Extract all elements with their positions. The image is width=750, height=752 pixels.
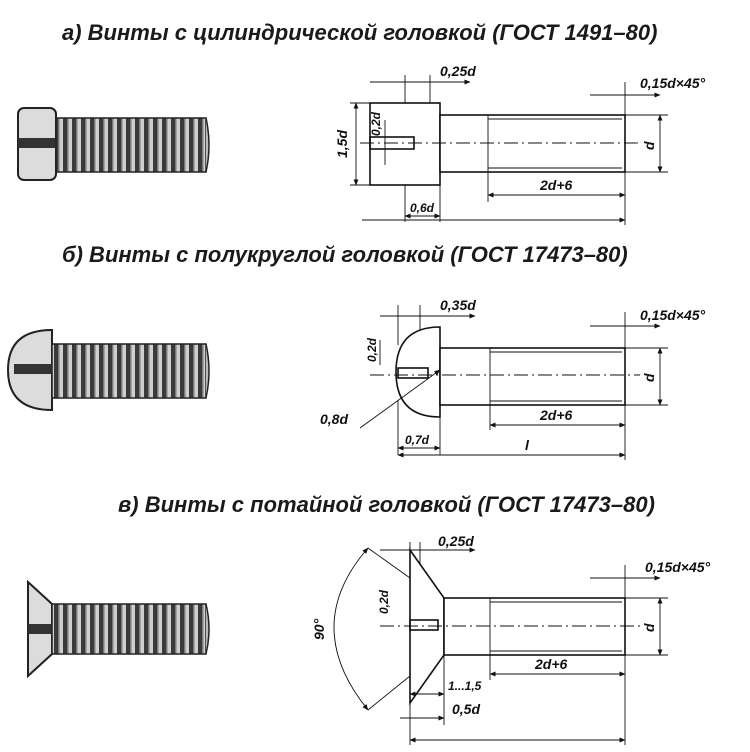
dim-b-total-len: l bbox=[525, 437, 530, 453]
dim-a-thread-len: 2d+6 bbox=[539, 177, 573, 193]
screw-a-photo bbox=[17, 107, 210, 181]
dim-a-chamfer: 0,15d×45° bbox=[640, 75, 706, 91]
dim-a-head-len: 0,6d bbox=[410, 201, 435, 215]
dim-c-angle: 90° bbox=[311, 618, 327, 640]
dim-a-head-width-top: 0,25d bbox=[440, 63, 476, 79]
dim-c-thread-dia: d bbox=[641, 623, 657, 632]
dim-b-chamfer: 0,15d×45° bbox=[640, 307, 706, 323]
screw-b-photo bbox=[6, 328, 210, 412]
dim-a-head-height: 1,5d bbox=[334, 130, 350, 158]
dim-b-head-len: 0,7d bbox=[405, 433, 430, 447]
dim-c-slot-depth: 0,2d bbox=[377, 589, 391, 614]
section-b-title: б) Винты с полукруглой головкой (ГОСТ 17… bbox=[62, 242, 628, 267]
dim-b-thread-dia: d bbox=[641, 373, 657, 382]
dim-b-slot-depth: 0,2d bbox=[365, 337, 379, 362]
dim-c-head-offset: 1...1,5 bbox=[448, 679, 482, 693]
screw-c-photo bbox=[27, 579, 210, 679]
section-a-title: а) Винты с цилиндрической головкой (ГОСТ… bbox=[62, 20, 657, 45]
dim-a-thread-dia: d bbox=[641, 141, 657, 150]
dim-b-radius: 0,8d bbox=[320, 411, 348, 427]
dim-b-thread-len: 2d+6 bbox=[539, 407, 573, 423]
dim-c-chamfer: 0,15d×45° bbox=[645, 559, 711, 575]
dim-c-thread-len: 2d+6 bbox=[534, 656, 568, 672]
dim-a-slot-depth: 0,2d bbox=[369, 111, 383, 136]
dim-c-head-len: 0,5d bbox=[452, 701, 480, 717]
drawing-c bbox=[333, 542, 668, 745]
dim-b-head-width-top: 0,35d bbox=[440, 297, 476, 313]
dim-c-head-width-top: 0,25d bbox=[438, 533, 474, 549]
section-c-title: в) Винты с потайной головкой (ГОСТ 17473… bbox=[118, 492, 655, 517]
drawing-a bbox=[350, 75, 668, 225]
drawing-b bbox=[359, 305, 668, 460]
